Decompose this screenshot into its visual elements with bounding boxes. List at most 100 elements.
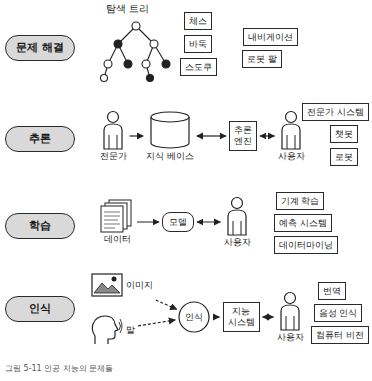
process-box: 컴퓨터 비전 xyxy=(311,326,369,345)
process-box: 데이터마이닝 xyxy=(274,236,338,255)
node-text: 사용자 xyxy=(277,332,304,342)
figure-part xyxy=(282,124,300,149)
connector-arrow xyxy=(137,221,159,222)
circle-shape xyxy=(179,302,209,332)
node-text: 추론 xyxy=(16,132,64,145)
node-text: 사용자 xyxy=(278,151,305,161)
tree-node xyxy=(104,60,112,68)
person-icon xyxy=(277,291,303,331)
process-box: 예측 시스템 xyxy=(274,214,332,233)
process-circle: 인식 xyxy=(178,301,210,333)
node-text: 사용자 xyxy=(224,237,251,247)
process-box: 체스 xyxy=(184,12,212,31)
figure-node: 말 xyxy=(89,314,135,346)
figure-part xyxy=(285,293,296,304)
connector-arrow xyxy=(197,135,226,136)
process-box: 챗봇 xyxy=(330,125,358,144)
tree-node xyxy=(132,22,140,30)
figure-part xyxy=(286,316,294,330)
figure-part xyxy=(151,112,189,122)
figure-part xyxy=(233,221,241,235)
figure-part xyxy=(281,305,299,330)
tree-node xyxy=(150,40,158,48)
node-text: 지능 시스템 xyxy=(228,306,255,328)
node-text: 번역 xyxy=(323,286,341,297)
node-text: 전문가 xyxy=(100,151,127,161)
head-icon xyxy=(89,314,123,346)
node-text: 인식 xyxy=(185,312,203,323)
category-pill: 학습 xyxy=(5,213,75,238)
connector-arrow xyxy=(138,320,175,326)
node-text: 추론 엔진 xyxy=(234,125,252,147)
process-box: 스도쿠 xyxy=(180,58,217,77)
figure-node: 사용자 xyxy=(224,196,251,247)
figure-part xyxy=(104,124,122,149)
figure-node: 사용자 xyxy=(277,291,304,342)
node-text: 바둑 xyxy=(189,39,207,50)
category-pill: 인식 xyxy=(5,296,75,321)
process-box: 바둑 xyxy=(184,35,212,54)
node-text: 로봇 xyxy=(335,152,353,163)
node-text: 학습 xyxy=(16,219,64,232)
node-text: 전문가 시스템 xyxy=(307,107,364,118)
node-text: 챗봇 xyxy=(335,129,353,140)
figure-part xyxy=(287,135,295,149)
model-box: 모델 xyxy=(162,212,194,233)
connector-arrow xyxy=(130,135,144,136)
figure-node: 사용자 xyxy=(278,110,305,161)
node-text: 모델 xyxy=(169,217,187,228)
node-text: 체스 xyxy=(189,16,207,27)
connector-arrow xyxy=(263,316,274,317)
image-icon xyxy=(91,273,123,297)
figure-caption: 그림 5-11 인공 지능의 문제들 xyxy=(5,364,113,374)
docs-icon xyxy=(100,199,134,233)
node-text: 로봇 팔 xyxy=(247,54,277,65)
figure-part xyxy=(92,274,122,296)
node-text: 컴퓨터 비전 xyxy=(316,330,364,341)
figure-part xyxy=(109,135,117,149)
search-tree xyxy=(101,22,171,82)
node-text: 스도쿠 xyxy=(185,62,212,73)
tree-label: 탐색 트리 xyxy=(106,3,149,14)
process-box: 전문가 시스템 xyxy=(302,103,369,122)
tree-node xyxy=(147,75,154,82)
process-box: 로봇 xyxy=(330,148,358,167)
figure-part xyxy=(228,210,246,235)
figure-part xyxy=(286,112,297,123)
node-text: 데이터 xyxy=(104,234,131,244)
process-box: 기계 학습 xyxy=(276,192,325,211)
category-pill: 추론 xyxy=(5,126,75,151)
node-text: 지식 베이스 xyxy=(146,151,194,161)
person-icon xyxy=(224,196,250,236)
figure-part xyxy=(119,319,122,333)
person-icon xyxy=(100,110,126,150)
process-box: 로봇 팔 xyxy=(242,50,282,69)
figure-part xyxy=(112,277,117,282)
tree-node xyxy=(142,60,150,68)
node-text: 말 xyxy=(126,325,135,335)
tree-node xyxy=(114,40,122,48)
process-box: 번역 xyxy=(318,282,346,301)
figure-part xyxy=(232,198,243,209)
figure-part xyxy=(108,112,119,123)
node-text: 인식 xyxy=(16,302,64,315)
figure-part xyxy=(101,206,123,232)
node-text: 기계 학습 xyxy=(281,196,320,207)
connector-arrow xyxy=(260,135,275,136)
node-text: 예측 시스템 xyxy=(279,218,327,229)
node-text: 데이터마이닝 xyxy=(279,240,333,251)
figure-part xyxy=(94,283,120,293)
process-box: 내비게이션 xyxy=(243,28,298,47)
figure-node: 전문가 xyxy=(100,110,127,161)
cyl-icon xyxy=(149,110,191,150)
figure-part xyxy=(92,316,118,344)
process-box: 지능 시스템 xyxy=(223,302,260,332)
process-box: 음성 인식 xyxy=(314,304,363,323)
node-text: 음성 인식 xyxy=(319,308,358,319)
person-icon xyxy=(278,110,304,150)
connector-arrow xyxy=(213,316,220,317)
tree-node xyxy=(162,60,170,68)
tree-node xyxy=(101,75,108,82)
tree-node xyxy=(124,60,132,68)
